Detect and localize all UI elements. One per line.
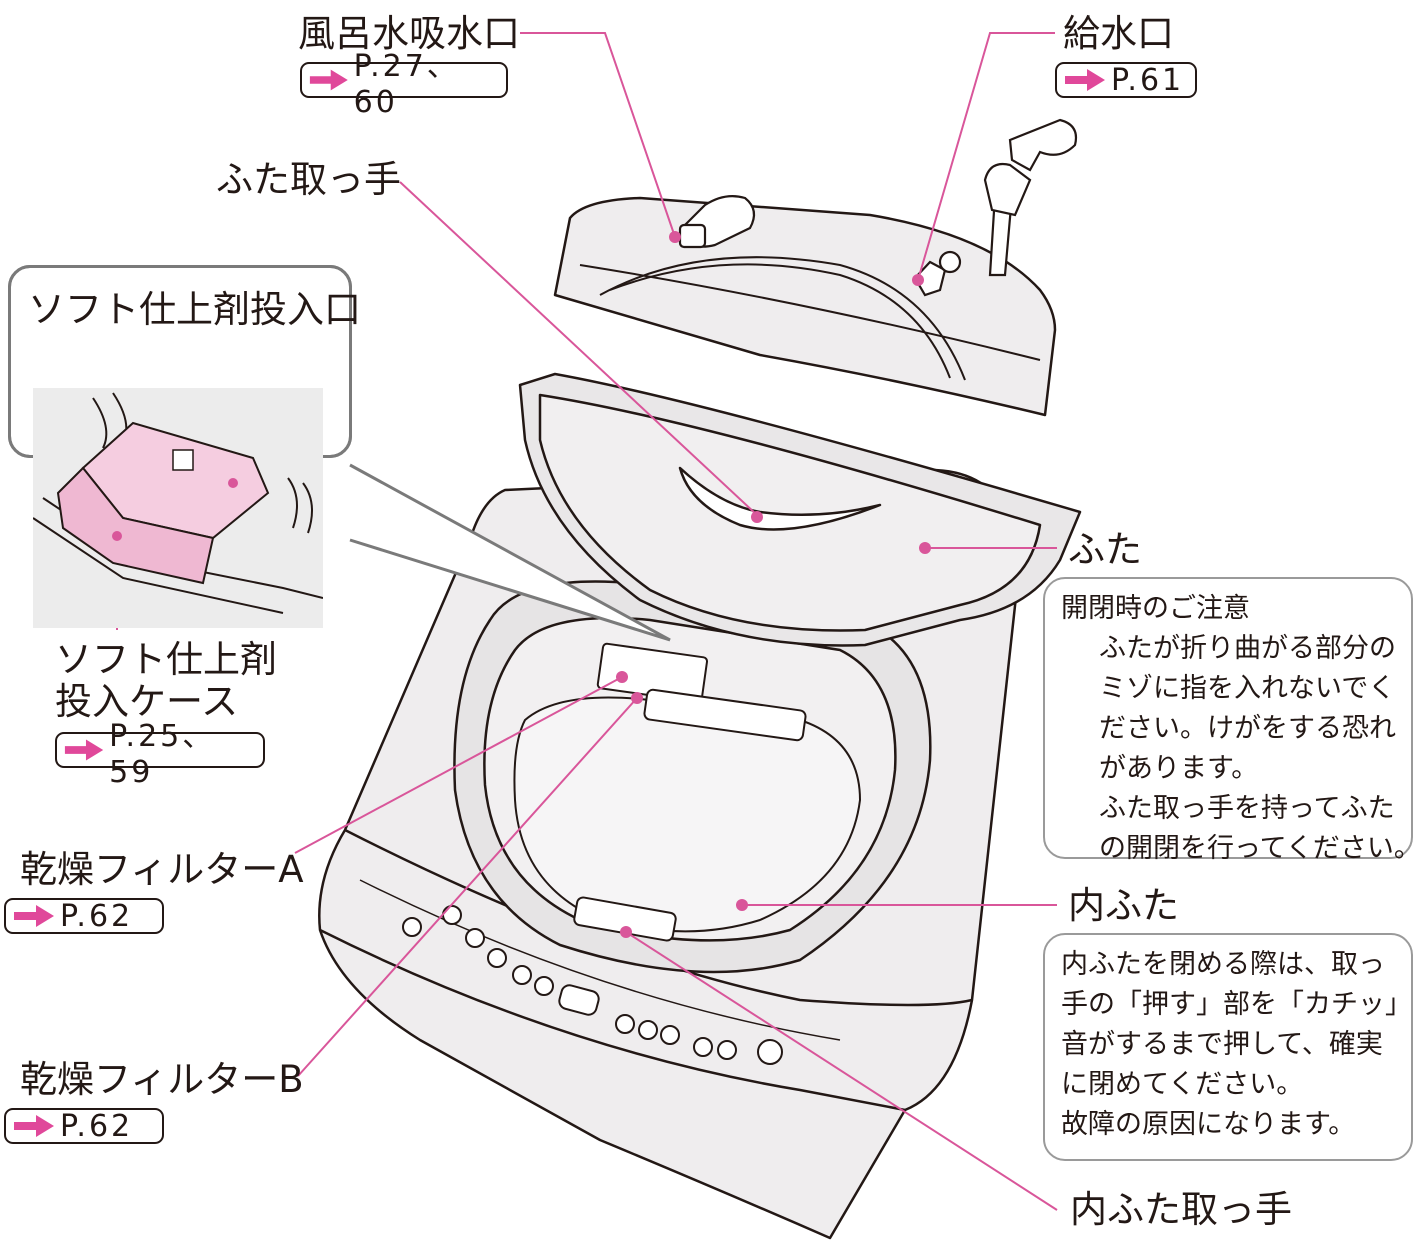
note-inner-lid-line: 内ふたを閉める際は、取っ [1061, 949, 1385, 980]
label-inner-lid: 内ふた [1068, 884, 1179, 927]
right-arrow-icon [1065, 69, 1105, 91]
note-lid-caution: 開閉時のご注意 ふたが折り曲がる部分の ミゾに指を入れないでく ださい。けがをす… [1043, 577, 1416, 864]
note-lid-caution-line: ふた取っ手を持ってふた [1099, 793, 1395, 824]
label-softener-inlet: ソフト仕上剤投入口 [28, 288, 361, 331]
bath-water-inlet-fitting [678, 195, 756, 249]
leader-dots [616, 231, 931, 938]
note-inner-lid-caution: 内ふたを閉める際は、取っ 手の「押す」部を「カチッ」と 音がするまで押して、確実… [1043, 933, 1416, 1161]
label-lid: ふた [1068, 528, 1142, 571]
ref-bath-water-inlet-text: P.27、60 [353, 48, 460, 120]
note-lid-caution-line: の開閉を行ってください。 [1099, 833, 1416, 864]
dry-filter-parts [596, 642, 807, 742]
ref-bath-water-inlet: P.27、60 [300, 49, 508, 120]
ref-water-inlet-text: P.61 [1111, 62, 1185, 98]
note-lid-caution-line: ふたが折り曲がる部分の [1099, 633, 1396, 664]
ref-softener-case: P.25、59 [55, 719, 265, 790]
open-lid [518, 372, 1082, 647]
label-softener-case-line1: ソフト仕上剤 [55, 638, 277, 681]
inset-callout-wedge [349, 463, 671, 642]
label-dry-filter-b: 乾燥フィルターB [20, 1058, 304, 1101]
note-lid-caution-line: があります。 [1099, 753, 1259, 784]
note-inner-lid-line: 手の「押す」部を「カチッ」と [1061, 989, 1416, 1020]
label-inner-lid-handle: 内ふた取っ手 [1070, 1188, 1292, 1231]
note-inner-lid-line: に閉めてください。 [1061, 1069, 1304, 1100]
label-bath-water-inlet: 風呂水吸水口 [298, 12, 520, 55]
right-arrow-icon [309, 69, 348, 91]
top-panel [553, 196, 1057, 417]
ref-dry-filter-b: P.62 [4, 1108, 164, 1144]
note-inner-lid-line: 音がするまで押して、確実 [1061, 1029, 1383, 1060]
ref-dry-filter-a: P.62 [4, 898, 164, 934]
label-water-inlet: 給水口 [1063, 12, 1174, 55]
ref-dry-filter-a-text: P.62 [60, 898, 134, 934]
right-arrow-icon [14, 1115, 54, 1137]
label-softener-case-line2: 投入ケース [55, 680, 239, 723]
label-dry-filter-a: 乾燥フィルターA [20, 848, 304, 891]
note-inner-lid-line: 故障の原因になります。 [1061, 1109, 1356, 1140]
label-lid-handle: ふた取っ手 [216, 158, 401, 201]
ref-softener-case-text: P.25、59 [109, 718, 216, 790]
note-lid-caution-title: 開閉時のご注意 [1061, 593, 1250, 624]
ref-dry-filter-b-text: P.62 [60, 1108, 134, 1144]
right-arrow-icon [14, 905, 54, 927]
right-arrow-icon [64, 739, 104, 761]
softener-case-illustration [33, 388, 323, 628]
control-buttons [402, 905, 783, 1065]
water-inlet-tap [913, 118, 1078, 297]
note-lid-caution-line: ミゾに指を入れないでく [1099, 673, 1396, 704]
note-lid-caution-line: ださい。けがをする恐れ [1099, 713, 1396, 744]
ref-water-inlet: P.61 [1055, 62, 1197, 98]
leader-lines [116, 32, 1058, 1211]
